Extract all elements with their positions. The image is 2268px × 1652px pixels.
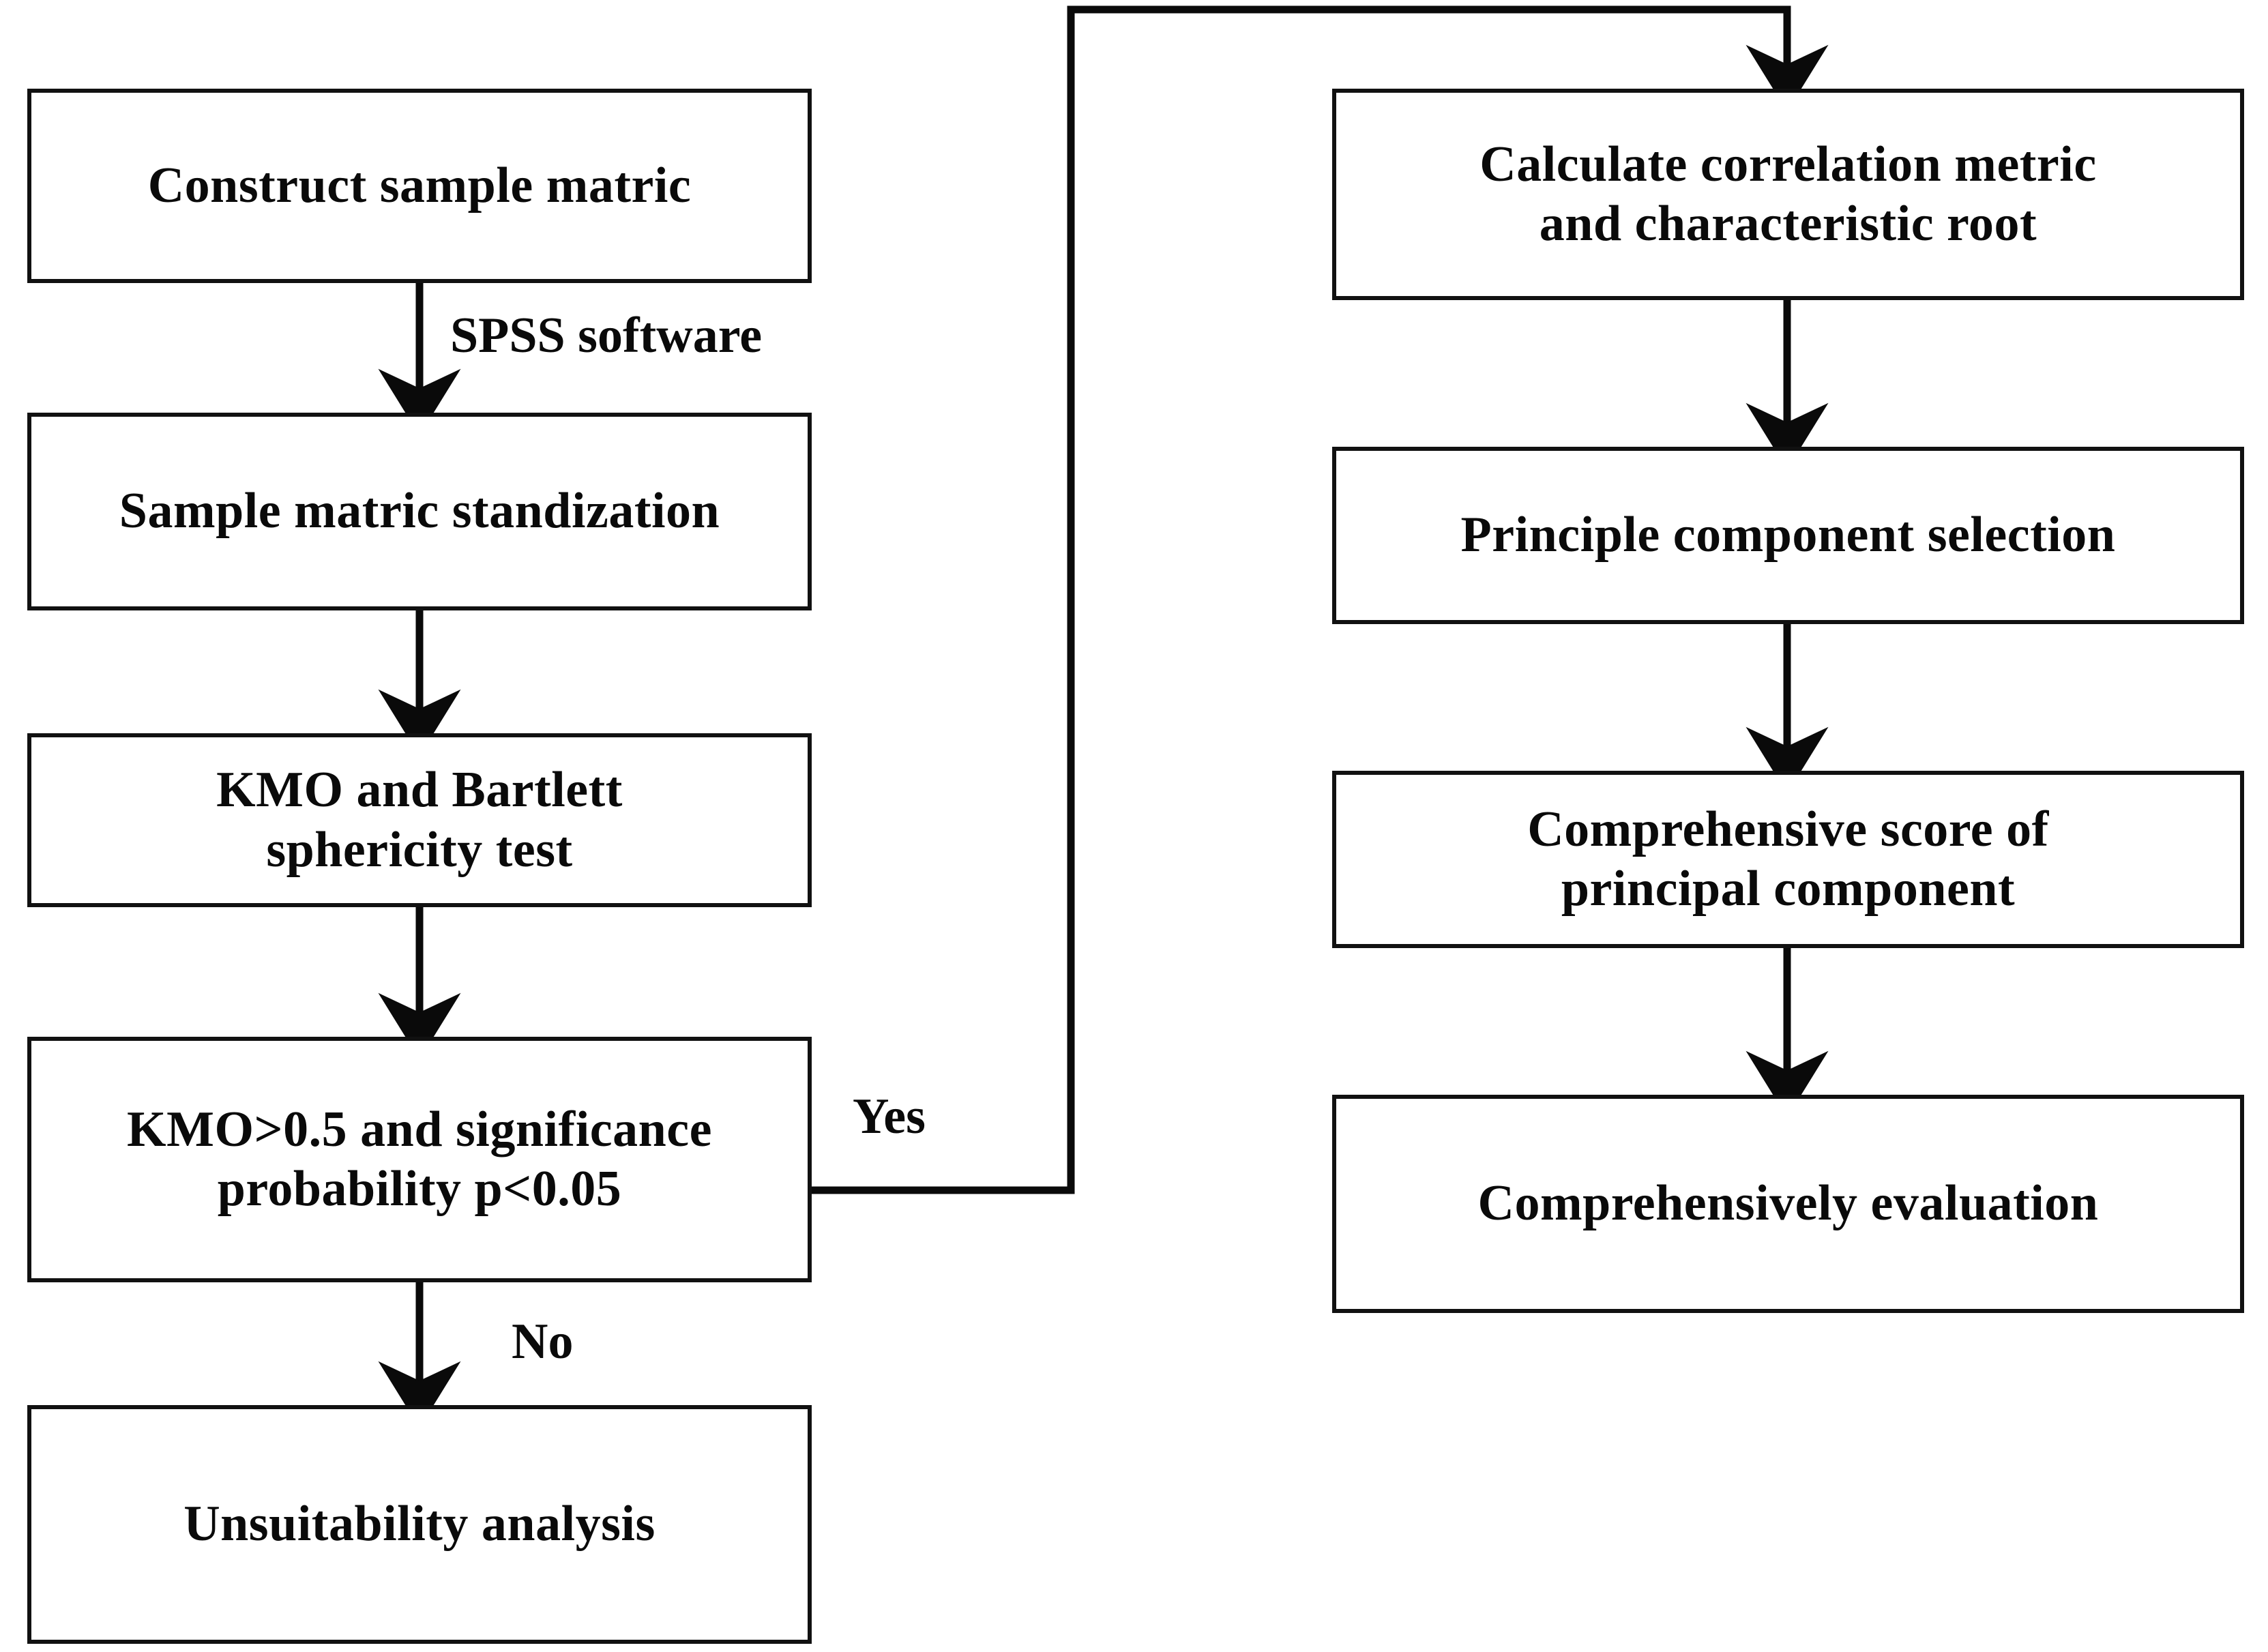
node-label: Comprehensive score of principal compone… (1527, 801, 2049, 917)
node-kmo-and-bartlett-sphericity-test[interactable]: KMO and Bartlett sphericity test (27, 733, 812, 907)
node-label: Calculate correlation metric and charact… (1479, 136, 2097, 252)
node-label: Principle component selection (1460, 507, 2116, 563)
node-label: KMO>0.5 and significance probability p<0… (127, 1101, 712, 1217)
node-label: Comprehensively evaluation (1477, 1175, 2099, 1232)
node-principle-component-selection[interactable]: Principle component selection (1332, 447, 2244, 624)
node-construct-sample-matric[interactable]: Construct sample matric (27, 89, 812, 283)
node-unsuitability-analysis[interactable]: Unsuitability analysis (27, 1405, 812, 1644)
edge-label-no: No (512, 1314, 574, 1370)
node-label: KMO and Bartlett sphericity test (216, 762, 623, 878)
node-sample-matric-standization[interactable]: Sample matric standization (27, 413, 812, 610)
node-comprehensively-evaluation[interactable]: Comprehensively evaluation (1332, 1095, 2244, 1313)
node-label: Construct sample matric (147, 157, 692, 213)
node-kmo-significance-decision[interactable]: KMO>0.5 and significance probability p<0… (27, 1037, 812, 1282)
node-calculate-correlation-metric[interactable]: Calculate correlation metric and charact… (1332, 89, 2244, 300)
edge-label-yes: Yes (853, 1089, 926, 1145)
edge-label-spss-software: SPSS software (450, 308, 763, 364)
node-label: Sample matric standization (119, 483, 720, 540)
node-label: Unsuitability analysis (183, 1496, 656, 1552)
node-comprehensive-score-principal-component[interactable]: Comprehensive score of principal compone… (1332, 771, 2244, 948)
